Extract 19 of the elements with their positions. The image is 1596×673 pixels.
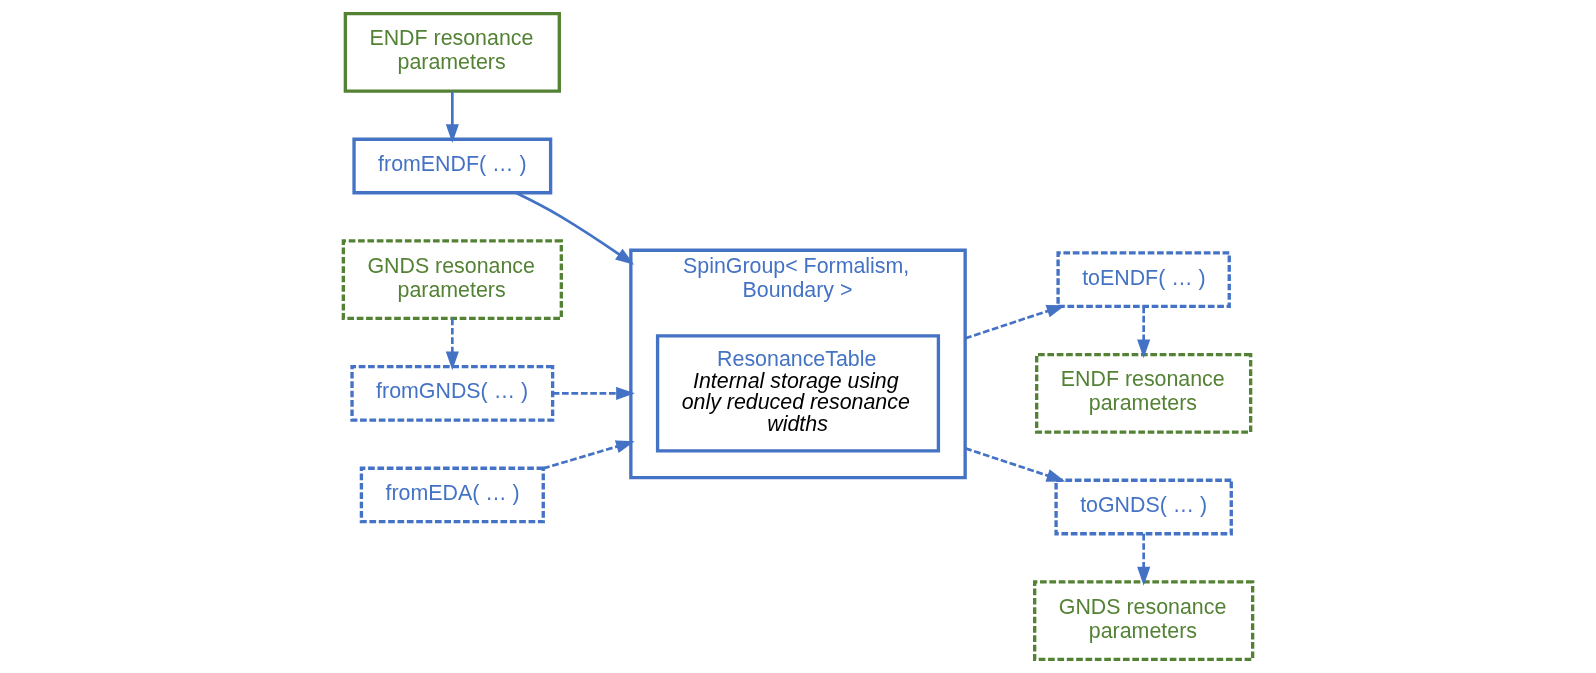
arrow: [552, 386, 635, 400]
arrow: [964, 304, 1066, 340]
arrow: [445, 318, 459, 371]
node-box: ENDF resonance parameters: [1035, 352, 1253, 434]
node-box: fromEDA( … ): [359, 466, 545, 524]
arrow: [964, 447, 1066, 482]
arrow: [542, 440, 635, 470]
node-box: toENDF( … ): [1056, 251, 1231, 309]
node-box: GNDS resonance parameters: [341, 239, 563, 321]
node-box: ENDF resonance parameters: [343, 11, 561, 93]
arrow: [1137, 533, 1151, 586]
node-box: fromENDF( … ): [352, 137, 553, 195]
node-box: fromGNDS( … ): [350, 364, 555, 422]
arrow: [445, 91, 459, 143]
node-box: toGNDS( … ): [1054, 478, 1233, 536]
arrow: [515, 191, 635, 265]
node-box: GNDS resonance parameters: [1033, 580, 1255, 662]
node-box: ResonanceTable Internal storage using only reduced resonance widths: [655, 334, 941, 453]
arrow: [1137, 306, 1151, 359]
